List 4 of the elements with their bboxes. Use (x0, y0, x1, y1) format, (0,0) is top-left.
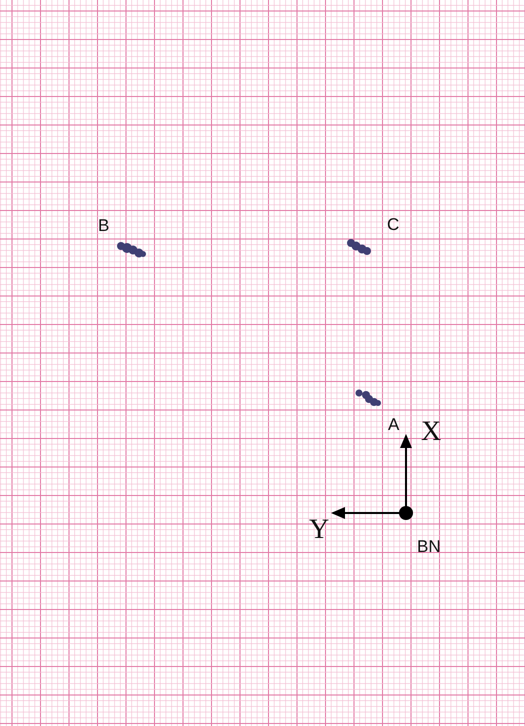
point-label: BN (417, 538, 441, 555)
point-label: B (98, 217, 110, 234)
point-label: C (387, 216, 400, 233)
point-label: A (388, 416, 400, 433)
